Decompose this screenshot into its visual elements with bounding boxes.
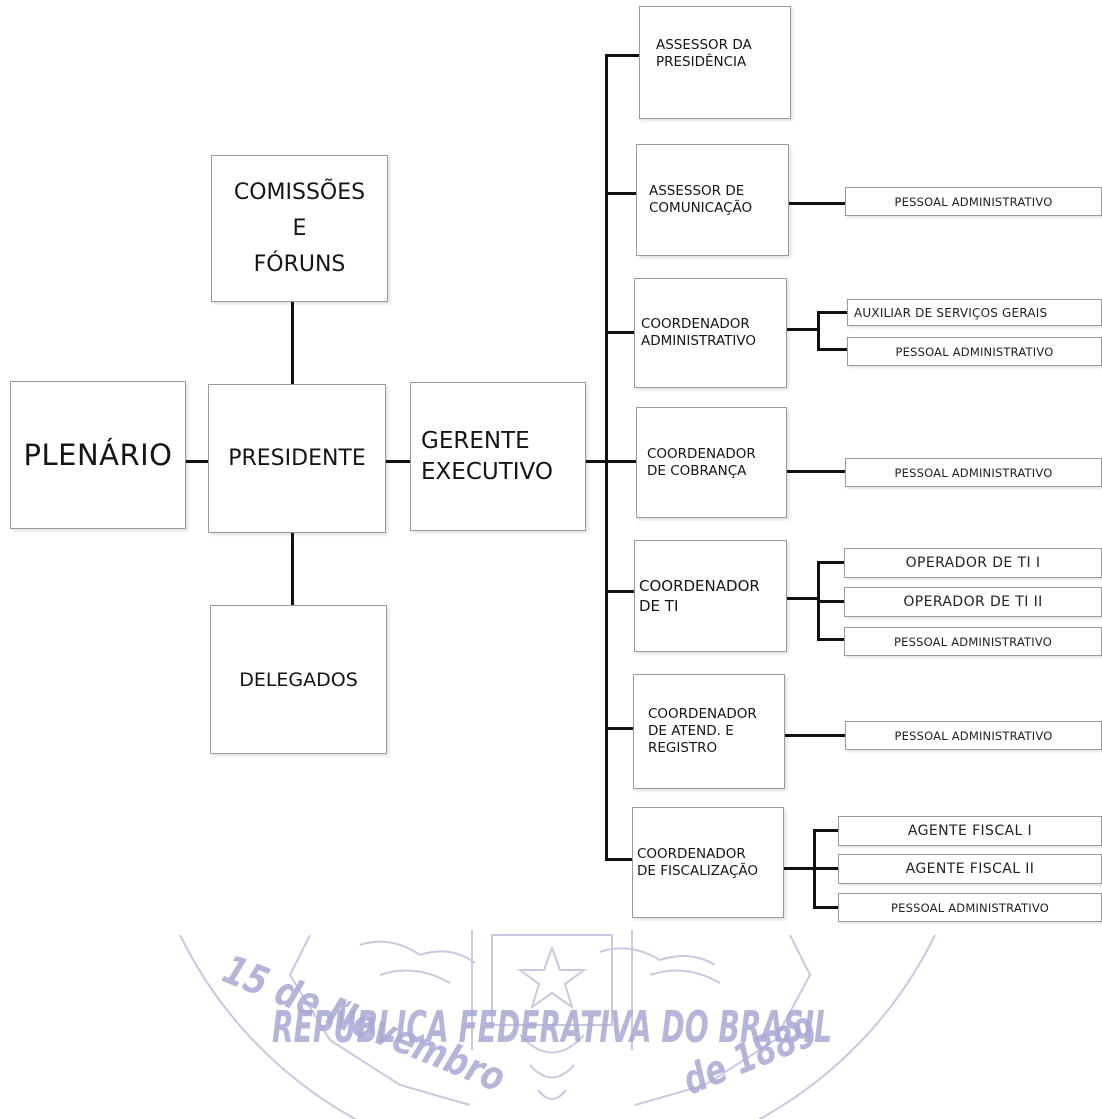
connector-presidente-gerente [386, 460, 410, 463]
connector-to-coord-ti [605, 590, 634, 593]
connector-administrativo-leaf-1 [817, 311, 847, 314]
connector-comunicacao-leaf [789, 202, 845, 205]
leaf-cobranca-pessoal-administrativo: PESSOAL ADMINISTRATIVO [845, 458, 1102, 487]
connector-to-assessor-comunicacao [605, 192, 636, 195]
connector-to-coord-cobranca [605, 460, 636, 463]
connector-to-coord-administrativo [605, 331, 634, 334]
connector-ti-stub [787, 597, 819, 600]
box-coordenador-administrativo: COORDENADOR ADMINISTRATIVO [634, 278, 787, 388]
connector-ti-leaf-3 [817, 638, 844, 641]
seal-republic-text: REPÚBLICA FEDERATIVA DO BRASIL [272, 1000, 832, 1053]
box-presidente: PRESIDENTE [208, 384, 386, 533]
leaf-fiscalizacao-pessoal-administrativo: PESSOAL ADMINISTRATIVO [838, 893, 1102, 922]
connector-atendimento-leaf [785, 734, 845, 737]
connector-fiscalizacao-stub [784, 867, 815, 870]
connector-ti-leaf-1 [817, 561, 844, 564]
leaf-operador-de-ti-i: OPERADOR DE TI I [844, 548, 1102, 578]
connector-vertical-trunk [605, 54, 608, 861]
connector-cobranca-leaf [787, 470, 845, 473]
box-comissoes-e-foruns: COMISSÕES E FÓRUNS [211, 155, 388, 302]
leaf-ti-pessoal-administrativo: PESSOAL ADMINISTRATIVO [844, 627, 1102, 656]
box-assessor-da-presidencia: ASSESSOR DA PRESIDÊNCIA [639, 6, 791, 119]
connector-fiscalizacao-leaf-2 [813, 867, 838, 870]
connector-fiscalizacao-leaf-1 [813, 829, 838, 832]
connector-to-assessor-presidencia [605, 54, 639, 57]
connector-administrativo-leaf-2 [817, 348, 847, 351]
connector-administrativo-branch [817, 311, 820, 351]
box-assessor-de-comunicacao: ASSESSOR DE COMUNICAÇÃO [636, 144, 789, 256]
box-delegados: DELEGADOS [210, 605, 387, 754]
box-coordenador-de-atendimento-e-registro: COORDENADOR DE ATEND. E REGISTRO [633, 674, 785, 789]
leaf-agente-fiscal-i: AGENTE FISCAL I [838, 816, 1102, 846]
leaf-agente-fiscal-ii: AGENTE FISCAL II [838, 854, 1102, 884]
leaf-operador-de-ti-ii: OPERADOR DE TI II [844, 587, 1102, 617]
leaf-auxiliar-de-servicos-gerais: AUXILIAR DE SERVIÇOS GERAIS [847, 299, 1102, 326]
box-coordenador-de-cobranca: COORDENADOR DE COBRANÇA [636, 407, 787, 518]
leaf-atendimento-pessoal-administrativo: PESSOAL ADMINISTRATIVO [845, 721, 1102, 750]
connector-plenario-presidente [186, 460, 208, 463]
connector-presidente-delegados [291, 533, 294, 605]
leaf-comunicacao-pessoal-administrativo: PESSOAL ADMINISTRATIVO [845, 187, 1102, 216]
connector-to-coord-atendimento [605, 727, 633, 730]
box-gerente-executivo: GERENTE EXECUTIVO [410, 382, 586, 531]
connector-gerente-trunk [586, 460, 608, 463]
connector-administrativo-stub [787, 328, 819, 331]
box-plenario: PLENÁRIO [10, 381, 186, 529]
box-coordenador-de-ti: COORDENADOR DE TI [634, 540, 787, 652]
leaf-administrativo-pessoal-administrativo: PESSOAL ADMINISTRATIVO [847, 337, 1102, 366]
connector-fiscalizacao-leaf-3 [813, 906, 838, 909]
connector-to-coord-fiscalizacao [605, 858, 632, 861]
connector-presidente-comissoes [291, 302, 294, 384]
box-coordenador-de-fiscalizacao: COORDENADOR DE FISCALIZAÇÃO [632, 807, 784, 918]
connector-ti-leaf-2 [817, 600, 844, 603]
